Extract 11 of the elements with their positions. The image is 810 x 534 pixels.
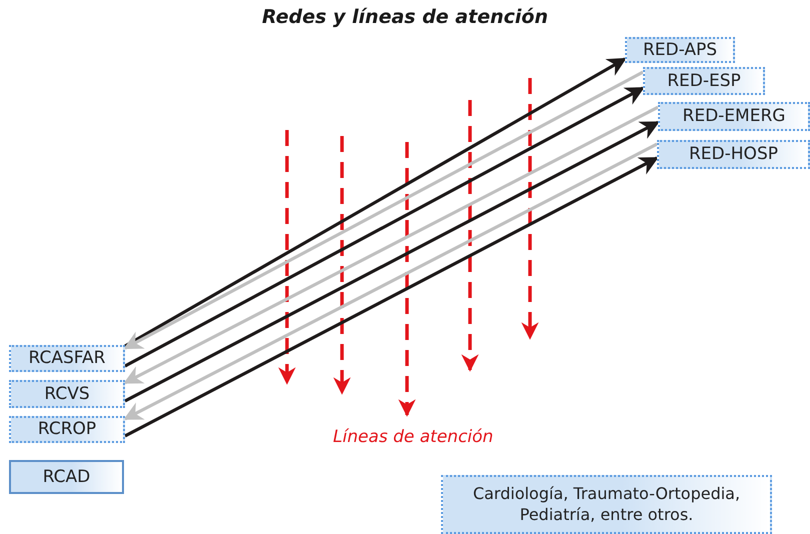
network-box: Cardiología, Traumato-Ortopedia, Pediatría, entre otros. [441, 475, 772, 534]
title: Redes y líneas de atención [261, 6, 549, 28]
network-box: RED-ESP [643, 67, 765, 95]
network-box: RCASFAR [9, 345, 125, 372]
network-box: RED-APS [625, 37, 735, 63]
network-box: RED-HOSP [657, 140, 810, 169]
network-box: RED-EMERG [658, 102, 810, 131]
annotation-label: Líneas de atención [333, 427, 494, 447]
network-box: RCAD [9, 460, 124, 494]
network-box: RCROP [9, 416, 125, 443]
network-box: RCVS [9, 380, 125, 408]
